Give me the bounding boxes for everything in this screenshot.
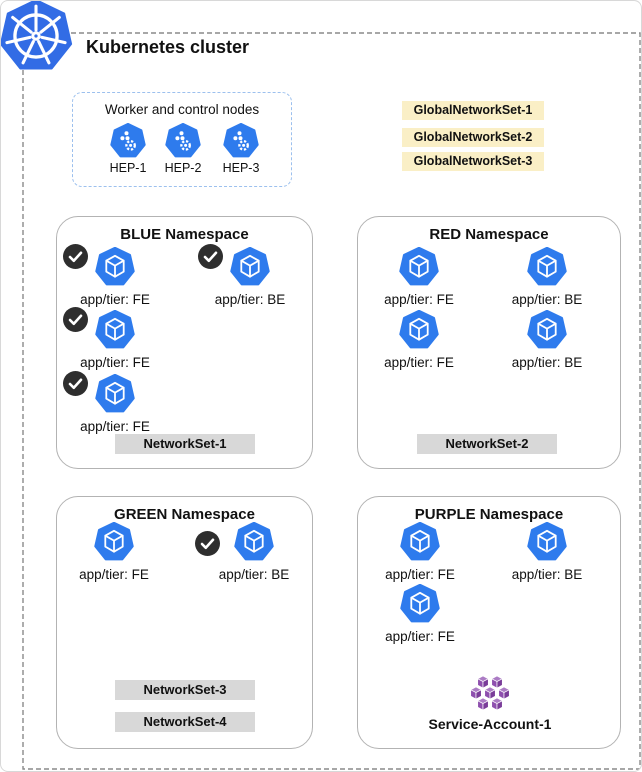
namespace-title: RED Namespace	[429, 226, 549, 243]
pod: app/tier: FE	[70, 374, 160, 434]
pod: app/tier: FE	[70, 247, 160, 307]
pod-label: app/tier: FE	[384, 355, 454, 370]
pod-label: app/tier: FE	[80, 355, 150, 370]
service-account: Service-Account-1	[420, 673, 560, 732]
pod-label: app/tier: FE	[385, 567, 455, 582]
cluster-dashed-border	[22, 32, 641, 770]
pod-label: app/tier: BE	[511, 292, 583, 307]
pod-icon	[95, 247, 135, 287]
node-hep-2: HEP-2	[151, 123, 215, 175]
node-icon	[223, 123, 259, 159]
pod-icon	[400, 522, 440, 562]
namespace-blue: BLUE Namespace app/tier: FE app/tier: BE…	[56, 216, 313, 469]
pod-icon	[527, 247, 567, 287]
pod-label: app/tier: BE	[511, 567, 583, 582]
pod: app/tier: FE	[375, 584, 465, 644]
pod-icon	[399, 247, 439, 287]
pod: app/tier: FE	[374, 247, 464, 307]
pod-label: app/tier: FE	[384, 292, 454, 307]
node-hep-1: HEP-1	[96, 123, 160, 175]
networkset-badge: NetworkSet-3	[115, 680, 255, 700]
pod-icon	[400, 584, 440, 624]
namespace-red: RED Namespace app/tier: FE app/tier: BE …	[357, 216, 621, 469]
pod-label: app/tier: FE	[385, 629, 455, 644]
pod-icon	[527, 310, 567, 350]
namespace-title: GREEN Namespace	[114, 506, 255, 523]
namespace-title: BLUE Namespace	[120, 226, 249, 243]
pod-icon	[230, 247, 270, 287]
pod-icon	[527, 522, 567, 562]
pod-label: app/tier: BE	[511, 355, 583, 370]
pod: app/tier: BE	[209, 522, 299, 582]
service-account-icon	[468, 673, 512, 713]
pod-label: app/tier: FE	[80, 419, 150, 434]
node-hep-3: HEP-3	[209, 123, 273, 175]
service-account-label: Service-Account-1	[428, 716, 552, 732]
global-networkset-badge-3: GlobalNetworkSet-3	[402, 152, 544, 171]
node-label: HEP-3	[222, 161, 260, 175]
pod-icon	[95, 374, 135, 414]
kubernetes-logo-icon	[0, 0, 73, 73]
node-icon	[110, 123, 146, 159]
pod: app/tier: FE	[70, 310, 160, 370]
pod-icon	[399, 310, 439, 350]
pod: app/tier: FE	[375, 522, 465, 582]
pod-label: app/tier: FE	[79, 567, 149, 582]
pod: app/tier: BE	[502, 310, 592, 370]
cluster-title: Kubernetes cluster	[86, 37, 250, 57]
pod-label: app/tier: FE	[80, 292, 150, 307]
pod: app/tier: BE	[502, 247, 592, 307]
namespace-title: PURPLE Namespace	[414, 506, 564, 523]
node-label: HEP-1	[109, 161, 147, 175]
namespace-green: GREEN Namespace app/tier: FE app/tier: B…	[56, 496, 313, 749]
networkset-badge: NetworkSet-2	[417, 434, 557, 454]
pod: app/tier: FE	[374, 310, 464, 370]
global-networkset-badge-2: GlobalNetworkSet-2	[402, 128, 544, 147]
pod-icon	[234, 522, 274, 562]
pod-icon	[95, 310, 135, 350]
networkset-badge: NetworkSet-4	[115, 712, 255, 732]
node-icon	[165, 123, 201, 159]
global-networkset-badge-1: GlobalNetworkSet-1	[402, 101, 544, 120]
pod: app/tier: FE	[69, 522, 159, 582]
pod-label: app/tier: BE	[214, 292, 286, 307]
pod-icon	[94, 522, 134, 562]
networkset-badge: NetworkSet-1	[115, 434, 255, 454]
pod-label: app/tier: BE	[218, 567, 290, 582]
worker-box-title: Worker and control nodes	[104, 102, 260, 117]
pod: app/tier: BE	[502, 522, 592, 582]
namespace-purple: PURPLE Namespace app/tier: FE app/tier: …	[357, 496, 621, 749]
node-label: HEP-2	[164, 161, 202, 175]
worker-nodes-box: Worker and control nodes HEP-1 HEP-2 HEP…	[72, 92, 292, 187]
pod: app/tier: BE	[205, 247, 295, 307]
